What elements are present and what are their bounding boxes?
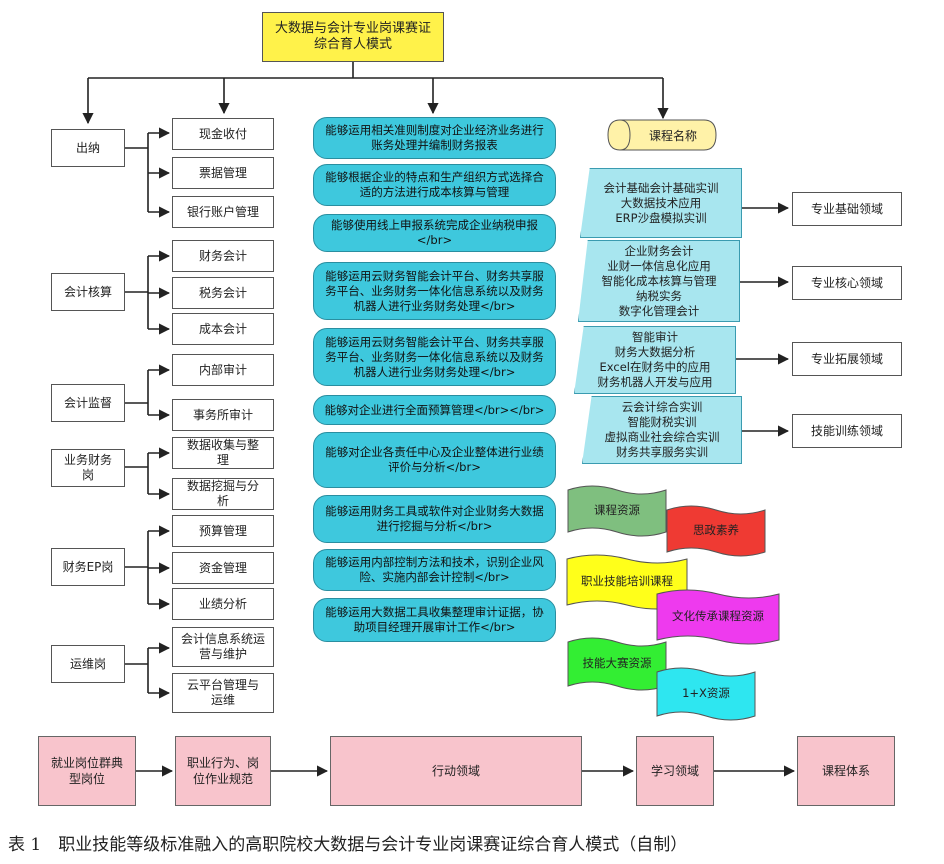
resource-flag: 文化传承课程资源 [656,588,780,648]
job-group-cashier: 出纳 [51,129,125,167]
job-group-business-finance: 业务财务岗 [51,449,125,487]
course-item: Excel在财务中的应用 [599,360,711,374]
resource-label: 技能大赛资源 [582,655,652,670]
ability-item: 能够对企业各责任中心及企业整体进行业绩评价与分析</br> [313,432,556,488]
course-group-extension: 智能审计 财务大数据分析 Excel在财务中的应用 财务机器人开发与应用 [574,326,736,394]
course-group-core: 企业财务会计 业财一体信息化应用 智能化成本核算与管理 纳税实务 数字化管理会计 [578,240,740,322]
course-name-label: 课程名称 [606,118,718,152]
ability-item: 能够运用云财务智能会计平台、财务共享服务平台、业务财务一体化信息系统以及财务机器… [313,328,556,386]
task-box: 业绩分析 [172,588,274,620]
ability-item: 能够运用云财务智能会计平台、财务共享服务平台、业务财务一体化信息系统以及财务机器… [313,262,556,320]
flag-shape [567,485,667,537]
flag-shape [666,505,766,557]
task-box: 成本会计 [172,313,274,345]
resource-flag: 1+X资源 [656,666,756,724]
flow-action-domain: 行动领域 [330,736,582,806]
flow-behavior-norms: 职业行为、岗位作业规范 [175,736,271,806]
ability-item: 能够运用相关准则制度对企业经济业务进行账务处理并编制财务报表 [313,117,556,159]
course-group-skills: 云会计综合实训 智能财税实训 虚拟商业社会综合实训 财务共享服务实训 [582,396,742,464]
course-item: 大数据技术应用 [620,195,702,210]
task-box: 银行账户管理 [172,196,274,228]
resource-flag: 课程资源 [567,484,667,540]
course-item: 纳税实务 [636,288,682,303]
course-item: 会计基础会计基础实训 [603,180,719,195]
resource-label: 1+X资源 [682,685,730,700]
course-item: 智能化成本核算与管理 [601,273,717,288]
course-group-basic: 会计基础会计基础实训 大数据技术应用 ERP沙盘模拟实训 [580,168,742,238]
figure-caption: 表 1 职业技能等级标准融入的高职院校大数据与会计专业岗课赛证综合育人模式（自制… [8,835,688,855]
task-box: 会计信息系统运营与维护 [172,627,274,667]
task-box: 数据挖掘与分析 [172,478,274,510]
course-item: ERP沙盘模拟实训 [615,210,707,225]
course-item: 财务共享服务实训 [616,445,708,459]
job-group-supervision: 会计监督 [51,384,125,422]
flow-learning-domain: 学习领域 [636,736,714,806]
task-box: 云平台管理与运维 [172,673,274,713]
ability-item: 能够运用财务工具或软件对企业财务大数据进行挖掘与分析</br> [313,495,556,543]
task-box: 票据管理 [172,157,274,189]
course-item: 财务大数据分析 [614,345,696,359]
resource-label: 课程资源 [594,502,640,517]
task-box: 税务会计 [172,277,274,309]
course-item: 虚拟商业社会综合实训 [604,430,720,444]
resource-flag: 思政素养 [666,504,766,560]
scroll-shape [607,119,717,151]
resource-label: 文化传承课程资源 [672,608,764,623]
ability-item: 能够根据企业的特点和生产组织方式选择合适的方法进行成本核算与管理 [313,164,556,206]
domain-basic: 专业基础领域 [792,192,902,226]
job-group-ops: 运维岗 [51,645,125,683]
course-item: 云会计综合实训 [621,400,703,414]
ability-item: 能够使用线上申报系统完成企业纳税申报</br> [313,214,556,252]
resource-label: 职业技能培训课程 [581,573,673,588]
course-item: 智能审计 [632,330,678,344]
flag-shape [656,667,756,721]
domain-core: 专业核心领域 [792,266,902,300]
diagram-title: 大数据与会计专业岗课赛证综合育人模式 [262,12,444,62]
task-box: 数据收集与整理 [172,437,274,469]
resource-flag: 技能大赛资源 [567,636,667,694]
job-group-erp: 财务EP岗 [51,548,125,586]
ability-item: 能够运用内部控制方法和技术，识别企业风险、实施内部会计控制</br> [313,549,556,591]
task-box: 事务所审计 [172,399,274,431]
course-item: 财务机器人开发与应用 [597,375,713,389]
task-box: 财务会计 [172,240,274,272]
job-group-accounting: 会计核算 [51,273,125,311]
course-item: 企业财务会计 [624,243,694,258]
task-box: 预算管理 [172,515,274,547]
course-name-text: 课程名称 [648,128,697,143]
flag-shape [656,589,780,645]
course-item: 数字化管理会计 [618,303,700,318]
ability-item: 能够运用大数据工具收集整理审计证据，协助项目经理开展审计工作</br> [313,598,556,642]
course-item: 业财一体信息化应用 [607,258,711,273]
task-box: 现金收付 [172,118,274,150]
domain-skills: 技能训练领域 [792,414,902,448]
course-item: 智能财税实训 [627,415,697,429]
flow-curriculum-system: 课程体系 [797,736,895,806]
flow-job-positions: 就业岗位群典型岗位 [38,736,136,806]
task-box: 资金管理 [172,552,274,584]
domain-extension: 专业拓展领域 [792,342,902,376]
ability-item: 能够对企业进行全面预算管理</br></br> [313,395,556,425]
resource-label: 思政素养 [693,522,739,537]
task-box: 内部审计 [172,354,274,386]
